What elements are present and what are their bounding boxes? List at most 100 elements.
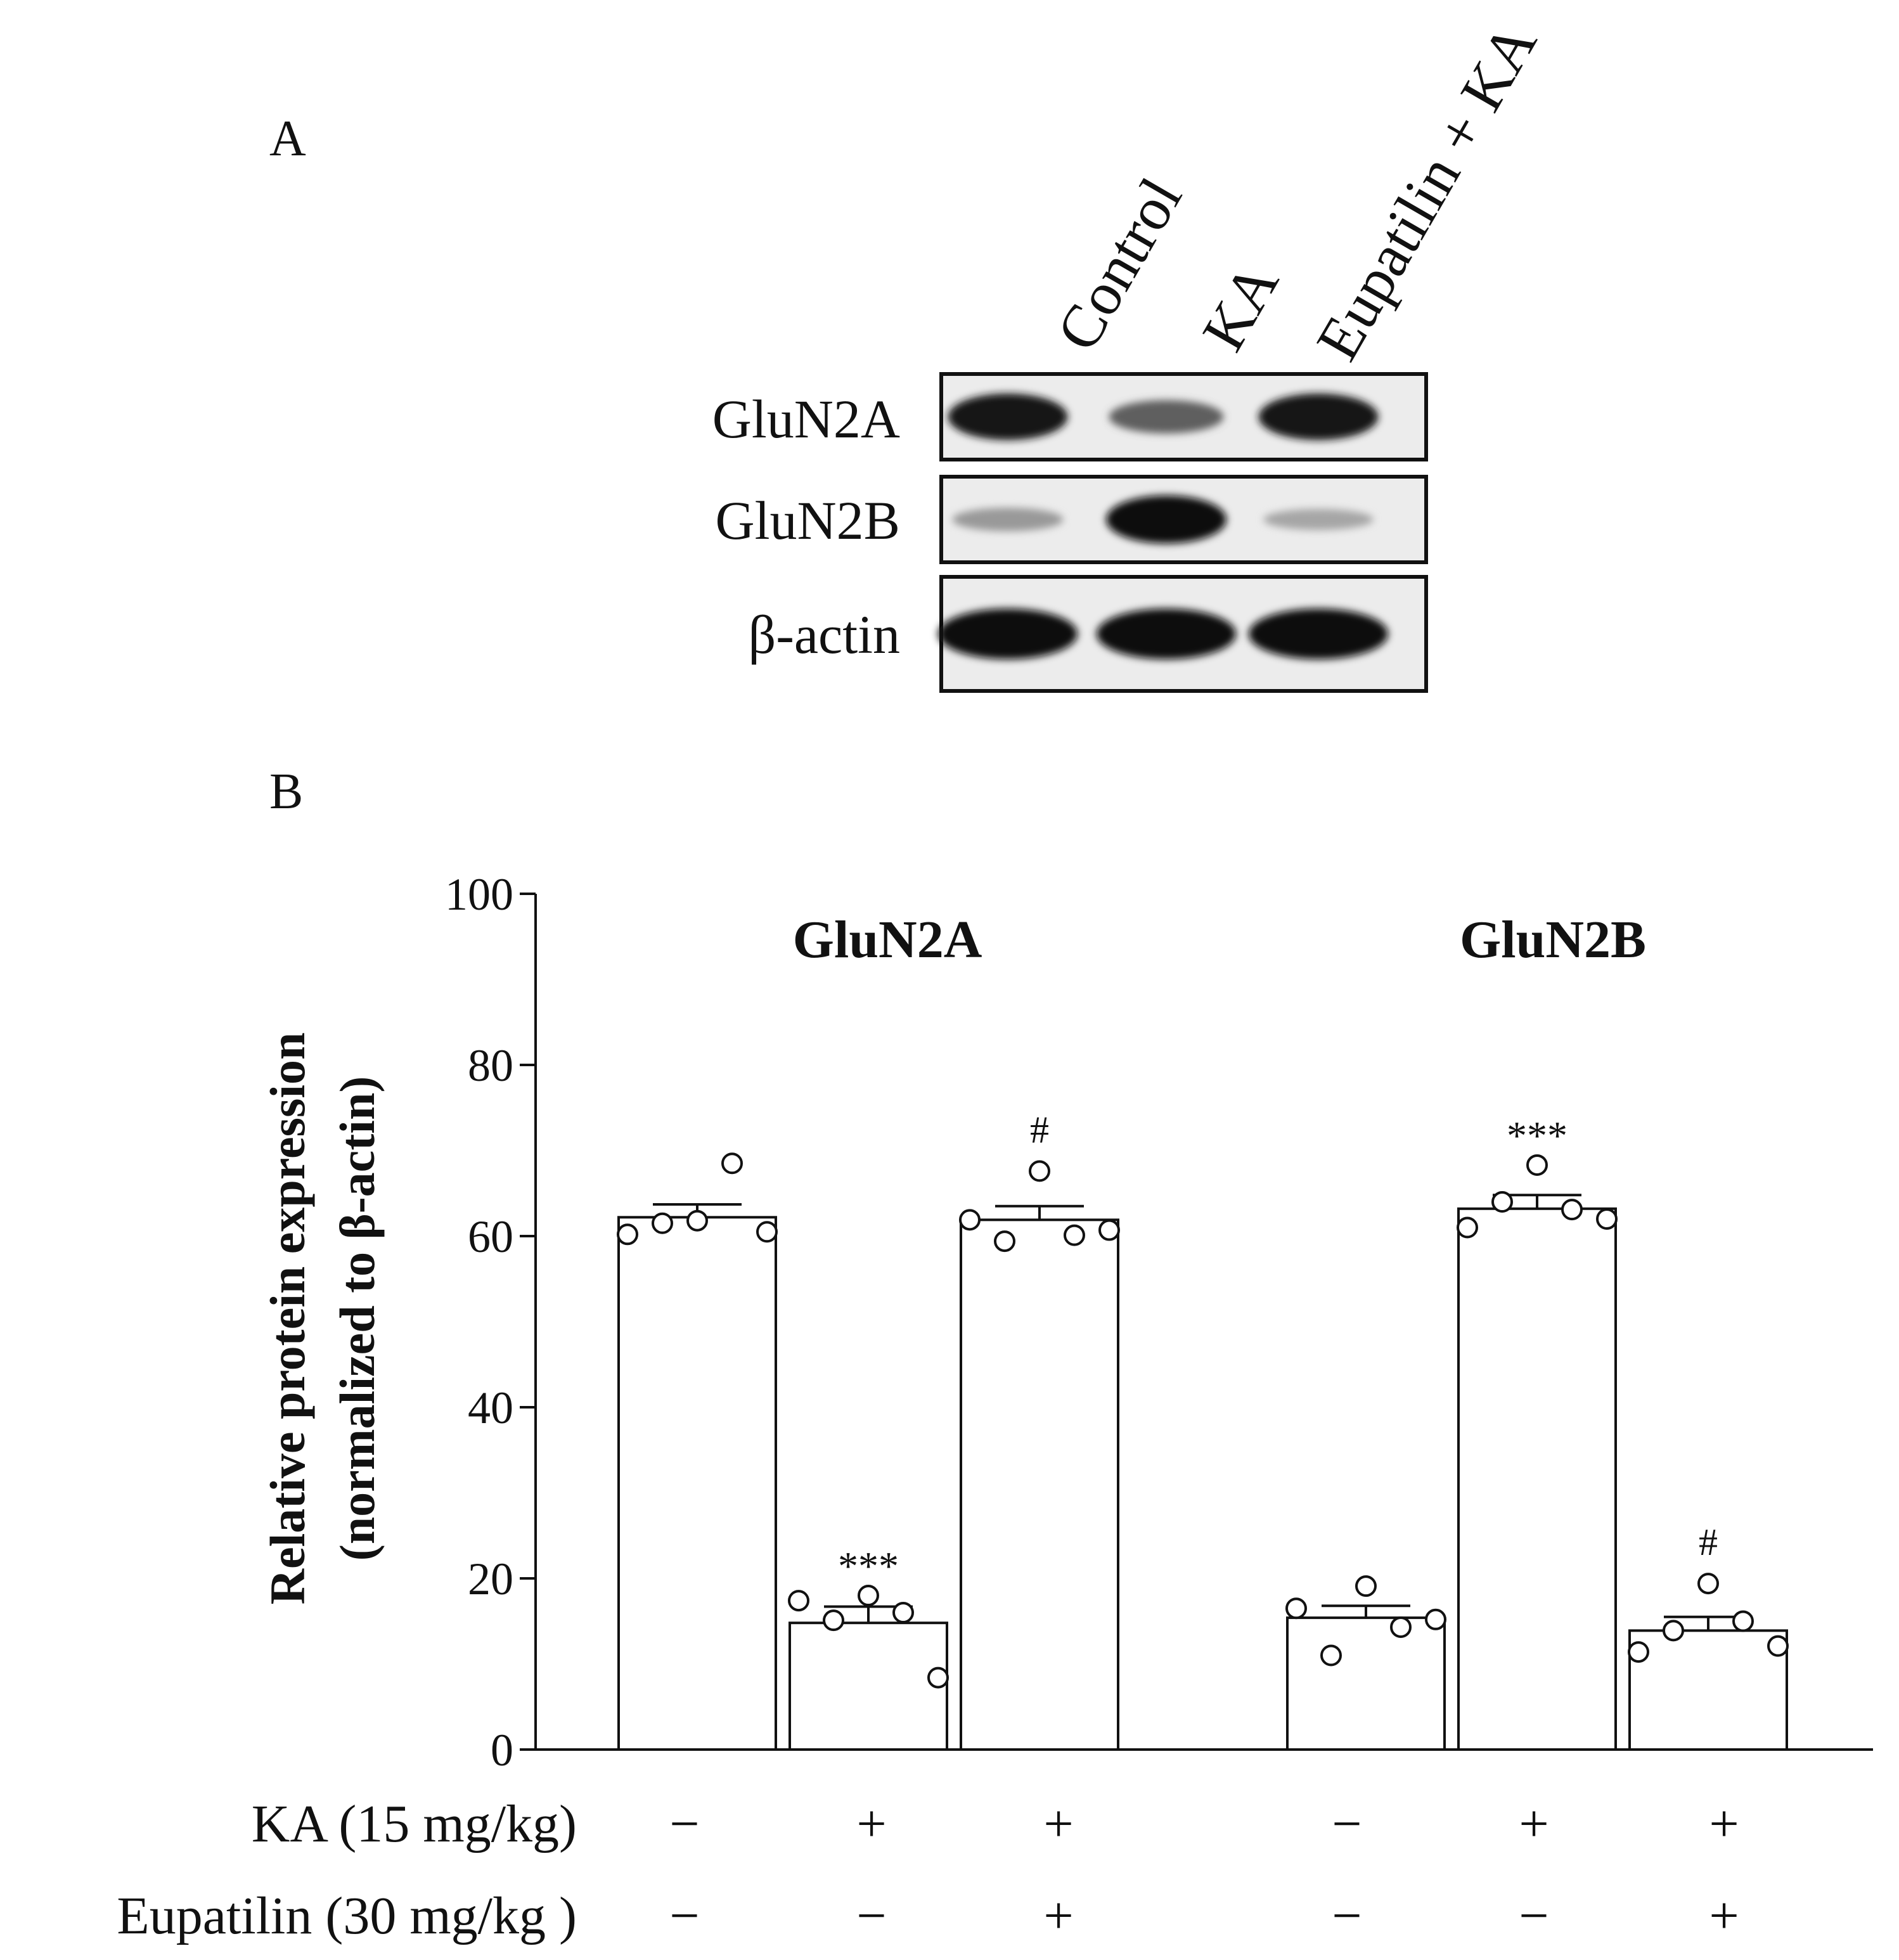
treatment-row: KA (15 mg/kg) − + + − + +	[252, 1795, 1739, 1854]
blot-band	[1249, 609, 1388, 659]
blot-row-label: GluN2B	[716, 490, 900, 551]
data-point	[892, 1602, 914, 1623]
data-point	[1732, 1610, 1754, 1632]
data-point	[1596, 1208, 1618, 1230]
data-point	[1628, 1641, 1649, 1663]
data-point	[927, 1667, 949, 1689]
data-point	[959, 1209, 981, 1231]
data-point	[1098, 1219, 1120, 1241]
treatment-sign: −	[669, 1795, 699, 1854]
blot-band	[948, 393, 1068, 441]
bar-group	[1285, 1575, 1446, 1751]
treatment-sign: +	[1709, 1795, 1739, 1854]
significance-hash: #	[1699, 1521, 1718, 1563]
blot-row: GluN2B	[716, 475, 1428, 564]
bar-series: *** # *** #	[617, 1109, 1789, 1751]
data-point	[1390, 1616, 1412, 1638]
data-point	[1767, 1635, 1789, 1657]
data-point	[1697, 1573, 1719, 1595]
group-title: GluN2B	[1460, 910, 1646, 969]
blot-band	[1258, 393, 1379, 441]
blot-lane-label: KA	[1189, 252, 1292, 362]
data-point	[1355, 1575, 1377, 1597]
group-title: GluN2A	[793, 910, 982, 969]
data-point	[1491, 1191, 1513, 1213]
data-point	[788, 1590, 809, 1612]
data-point	[823, 1609, 844, 1632]
y-axis-label-line-1: Relative protein expression	[260, 1033, 315, 1605]
bar	[1286, 1616, 1446, 1751]
treatment-sign: +	[1043, 1795, 1073, 1854]
treatment-row: Eupatilin (30 mg/kg ) − − + − − +	[117, 1886, 1739, 1945]
bar-group: #	[959, 1109, 1120, 1751]
panel-b-label: B	[269, 764, 303, 820]
blot-lane-label: Eupatilin + KA	[1303, 12, 1550, 371]
y-tick-label: 100	[445, 869, 513, 920]
blot-band	[952, 508, 1064, 531]
data-point	[1425, 1608, 1446, 1630]
data-point	[1029, 1160, 1050, 1182]
data-point	[858, 1585, 879, 1606]
blot-band	[1106, 495, 1226, 544]
bar	[1457, 1207, 1617, 1751]
data-point	[994, 1230, 1015, 1253]
significance-hash: #	[1030, 1109, 1049, 1151]
data-point	[1064, 1224, 1085, 1246]
bar-group: #	[1628, 1521, 1789, 1751]
blot-band	[1097, 609, 1236, 659]
data-point	[1561, 1199, 1583, 1221]
data-point	[686, 1209, 708, 1232]
significance-stars: ***	[1507, 1113, 1567, 1158]
treatment-sign: −	[1332, 1795, 1361, 1854]
data-point	[1320, 1644, 1342, 1667]
y-tick-label: 60	[468, 1211, 513, 1262]
data-point	[1663, 1620, 1684, 1642]
bar	[617, 1216, 777, 1751]
bar-group: ***	[1457, 1113, 1618, 1751]
y-tick-label: 40	[468, 1383, 513, 1433]
treatment-sign: −	[1519, 1886, 1548, 1945]
western-blot: GluN2A GluN2B β-actin	[712, 372, 1428, 693]
treatment-table: KA (15 mg/kg)−++−++Eupatilin (30 mg/kg )…	[117, 1795, 1739, 1945]
bar-group	[617, 1152, 778, 1751]
data-point	[1457, 1216, 1478, 1239]
y-tick-label: 0	[491, 1725, 513, 1776]
treatment-sign: +	[1519, 1795, 1548, 1854]
blot-row-label: β-actin	[748, 604, 900, 665]
data-point	[617, 1223, 638, 1246]
treatment-sign: −	[856, 1886, 886, 1945]
significance-stars: ***	[838, 1544, 899, 1589]
y-tick-label: 20	[468, 1554, 513, 1604]
group-titles: GluN2A GluN2B	[793, 910, 1646, 969]
data-point	[756, 1221, 778, 1243]
y-tick-label: 80	[468, 1040, 513, 1091]
blot-lane-label: Control	[1043, 167, 1195, 362]
blot-row: GluN2A	[712, 372, 1428, 461]
y-axis-label: Relative protein expression (normalized …	[260, 1033, 385, 1605]
data-point	[652, 1212, 673, 1234]
treatment-sign: −	[669, 1886, 699, 1945]
blot-band	[1109, 400, 1224, 434]
data-point	[721, 1152, 743, 1175]
treatment-sign: +	[1043, 1886, 1073, 1945]
bar	[1628, 1629, 1788, 1751]
blot-row-label: GluN2A	[712, 389, 900, 449]
y-axis-label-line-2: (normalized to β-actin)	[330, 1076, 385, 1561]
bar-group: ***	[788, 1544, 949, 1751]
data-point	[1526, 1154, 1548, 1176]
treatment-sign: −	[1332, 1886, 1361, 1945]
treatment-sign: +	[1709, 1886, 1739, 1945]
data-point	[1285, 1597, 1307, 1620]
blot-band	[938, 609, 1078, 659]
blot-row: β-actin	[748, 575, 1428, 693]
blot-band	[1263, 508, 1374, 531]
bar	[960, 1218, 1119, 1751]
panel-a-label: A	[269, 111, 306, 167]
bar	[789, 1622, 948, 1751]
treatment-sign: +	[856, 1795, 886, 1854]
chart-axes: 0 20 40 60 80 100	[445, 869, 1873, 1776]
treatment-label: KA (15 mg/kg)	[252, 1795, 577, 1854]
treatment-label: Eupatilin (30 mg/kg )	[117, 1886, 577, 1945]
